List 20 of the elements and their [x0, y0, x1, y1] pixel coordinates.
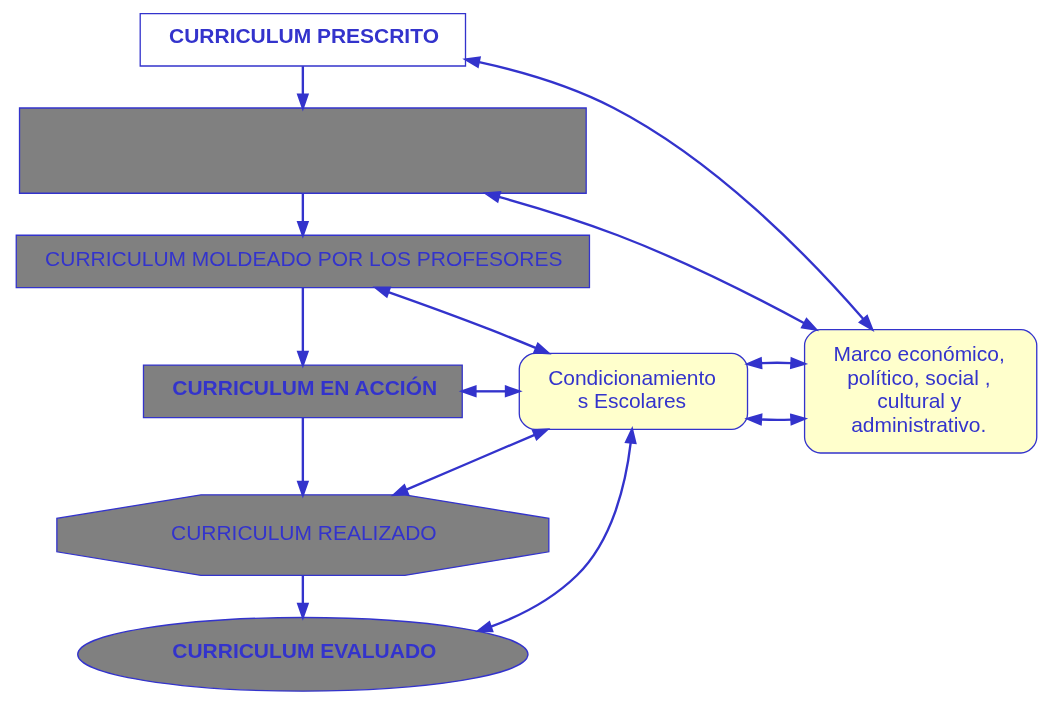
arrow — [296, 287, 310, 369]
arrow — [390, 428, 551, 497]
arrow — [474, 425, 637, 633]
node-box: CURRICULUM MOLDEADO POR LOS PROFESORES — [15, 234, 591, 289]
arrow — [296, 575, 310, 621]
node-box: Condicionamientos Escolares — [518, 352, 749, 431]
arrow — [296, 417, 310, 499]
arrow — [296, 66, 310, 112]
arrow — [458, 385, 523, 398]
arrow — [462, 56, 875, 332]
node-box — [18, 107, 587, 194]
arrow — [744, 413, 809, 426]
arrow — [296, 193, 310, 239]
arrow — [744, 356, 809, 370]
node-box: Marco económico, político, social , cultural y administrativo. — [803, 329, 1038, 454]
arrow — [482, 191, 820, 332]
node-box: CURRICULUM EN ACCIÓN — [142, 364, 463, 419]
node-box: CURRICULUM PRESCRITO — [139, 12, 467, 67]
node-ellipse: CURRICULUM EVALUADO — [77, 616, 529, 692]
arrow — [372, 286, 552, 355]
